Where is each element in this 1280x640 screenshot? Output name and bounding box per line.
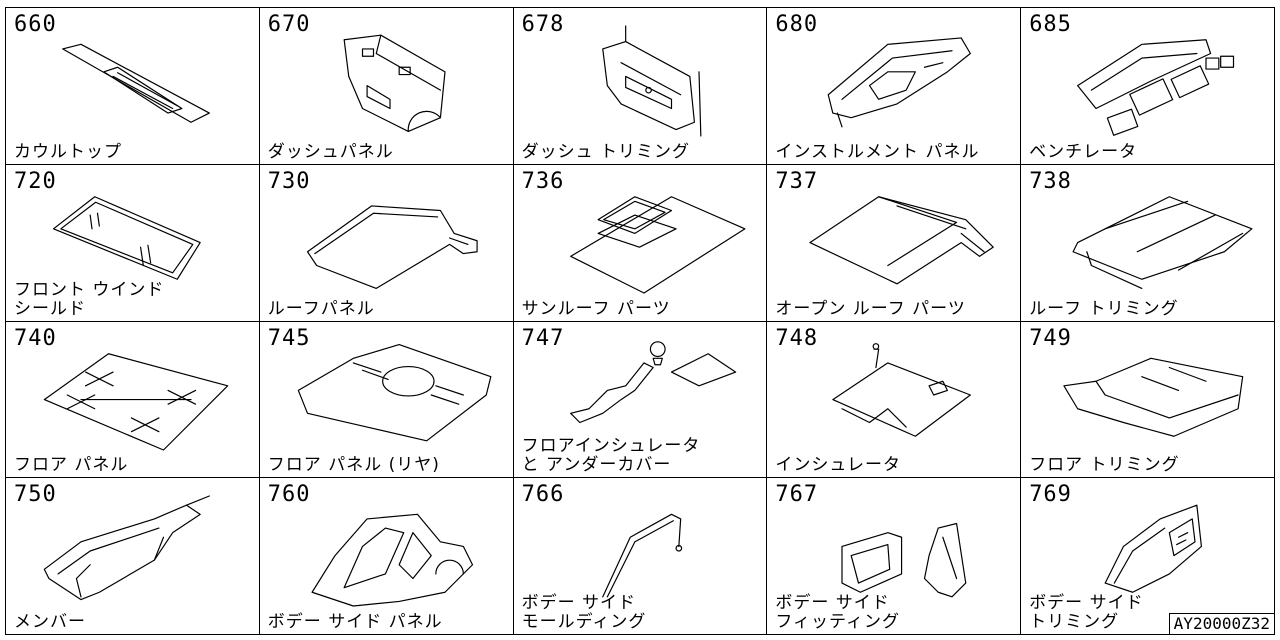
part-cell-660[interactable]: 660 カウルトップ — [6, 8, 260, 165]
part-label: ルーフ トリミング — [1029, 298, 1179, 319]
part-label: ダッシュパネル — [267, 141, 394, 162]
part-number: 767 — [775, 482, 819, 508]
part-number: 670 — [267, 12, 311, 37]
part-number: 740 — [14, 325, 57, 351]
part-cell-769[interactable]: 769 ボデー サイド トリミング — [1021, 478, 1275, 635]
diagram-code: AY20000Z32 — [1168, 613, 1275, 635]
part-number: 685 — [1029, 12, 1072, 37]
roof-panel-drawing — [280, 173, 500, 303]
part-label: ベンチレータ — [1029, 141, 1138, 162]
dash-trimming-drawing — [534, 16, 754, 146]
part-label: フロント ウインド シールド — [14, 279, 165, 319]
insulator-drawing — [787, 330, 1007, 460]
part-number: 736 — [521, 168, 565, 194]
part-label: ボデー サイド トリミング — [1029, 593, 1144, 632]
part-cell-680[interactable]: 680 インストルメント パネル — [767, 8, 1022, 165]
part-cell-736[interactable]: 736 サンルーフ パーツ — [513, 164, 768, 322]
part-cell-748[interactable]: 748 インシュレータ — [767, 321, 1022, 479]
part-label: ボデー サイド フィッティング — [775, 593, 901, 632]
part-number: 737 — [775, 168, 819, 194]
floor-insulator-drawing — [534, 330, 754, 460]
part-cell-740[interactable]: 740 フロア パネル — [6, 321, 260, 479]
part-number: 730 — [267, 168, 311, 194]
part-label: オープン ルーフ パーツ — [775, 298, 966, 319]
part-label: フロア パネル (リヤ) — [267, 455, 440, 476]
sunroof-parts-drawing — [534, 173, 754, 303]
part-label: カウルトップ — [14, 141, 122, 162]
part-cell-738[interactable]: 738 ルーフ トリミング — [1021, 164, 1275, 322]
part-cell-745[interactable]: 745 フロア パネル (リヤ) — [259, 321, 514, 479]
part-number: 660 — [14, 12, 57, 37]
part-label: フロア パネル — [14, 455, 129, 476]
body-side-fitting-drawing — [787, 486, 1007, 616]
body-side-panel-drawing — [280, 486, 500, 616]
part-label: ボデー サイド パネル — [267, 612, 443, 632]
part-cell-760[interactable]: 760 ボデー サイド パネル — [259, 478, 514, 635]
floor-trimming-drawing — [1041, 330, 1261, 460]
part-number: 747 — [521, 325, 565, 351]
part-cell-737[interactable]: 737 オープン ルーフ パーツ — [767, 164, 1022, 322]
member-frame-drawing — [26, 486, 246, 616]
part-number: 750 — [14, 482, 57, 508]
part-cell-670[interactable]: 670 ダッシュパネル — [259, 8, 514, 165]
part-cell-766[interactable]: 766 ボデー サイド モールディング — [513, 478, 768, 635]
part-label: フロアインシュレータ と アンダーカバー — [521, 436, 701, 476]
part-cell-720[interactable]: 720 フロント ウインド シールド — [6, 164, 260, 322]
part-label: インストルメント パネル — [775, 141, 980, 162]
part-number: 720 — [14, 168, 57, 194]
part-number: 760 — [267, 482, 311, 508]
body-side-molding-drawing — [534, 486, 754, 616]
part-cell-750[interactable]: 750 メンバー — [6, 478, 260, 635]
cowl-top-drawing — [26, 16, 246, 146]
roof-trimming-drawing — [1041, 173, 1261, 303]
part-number: 738 — [1029, 168, 1072, 194]
part-label: サンルーフ パーツ — [521, 298, 671, 319]
part-number: 678 — [521, 12, 565, 37]
part-label: ボデー サイド モールディング — [521, 593, 647, 632]
part-cell-767[interactable]: 767 ボデー サイド フィッティング — [767, 478, 1022, 635]
ventilator-drawing — [1041, 16, 1261, 146]
instrument-panel-drawing — [787, 16, 1007, 146]
part-number: 766 — [521, 482, 565, 508]
part-number: 769 — [1029, 482, 1072, 508]
open-roof-parts-drawing — [787, 173, 1007, 303]
part-cell-730[interactable]: 730 ルーフパネル — [259, 164, 514, 322]
part-cell-749[interactable]: 749 フロア トリミング — [1021, 321, 1275, 479]
windshield-drawing — [26, 173, 246, 303]
part-label: メンバー — [14, 612, 86, 632]
floor-panel-drawing — [26, 330, 246, 460]
part-number: 680 — [775, 12, 819, 37]
part-number: 749 — [1029, 325, 1072, 351]
body-side-trimming-drawing — [1041, 486, 1261, 616]
part-cell-685[interactable]: 685 ベンチレータ — [1021, 8, 1275, 165]
part-number: 745 — [267, 325, 311, 351]
parts-catalog-grid: 660 カウルトップ 670 ダッシュパネル 678 ダッシュ トリミング 680 インストル… — [5, 7, 1275, 635]
part-cell-678[interactable]: 678 ダッシュ トリミング — [513, 8, 768, 165]
dash-panel-drawing — [280, 16, 500, 146]
part-cell-747[interactable]: 747 フロアインシュレータ と アンダーカバー — [513, 321, 768, 479]
part-number: 748 — [775, 325, 819, 351]
part-label: ルーフパネル — [267, 298, 375, 319]
part-label: インシュレータ — [775, 455, 902, 476]
part-label: ダッシュ トリミング — [521, 141, 690, 162]
rear-floor-panel-drawing — [280, 330, 500, 460]
part-label: フロア トリミング — [1029, 455, 1180, 476]
